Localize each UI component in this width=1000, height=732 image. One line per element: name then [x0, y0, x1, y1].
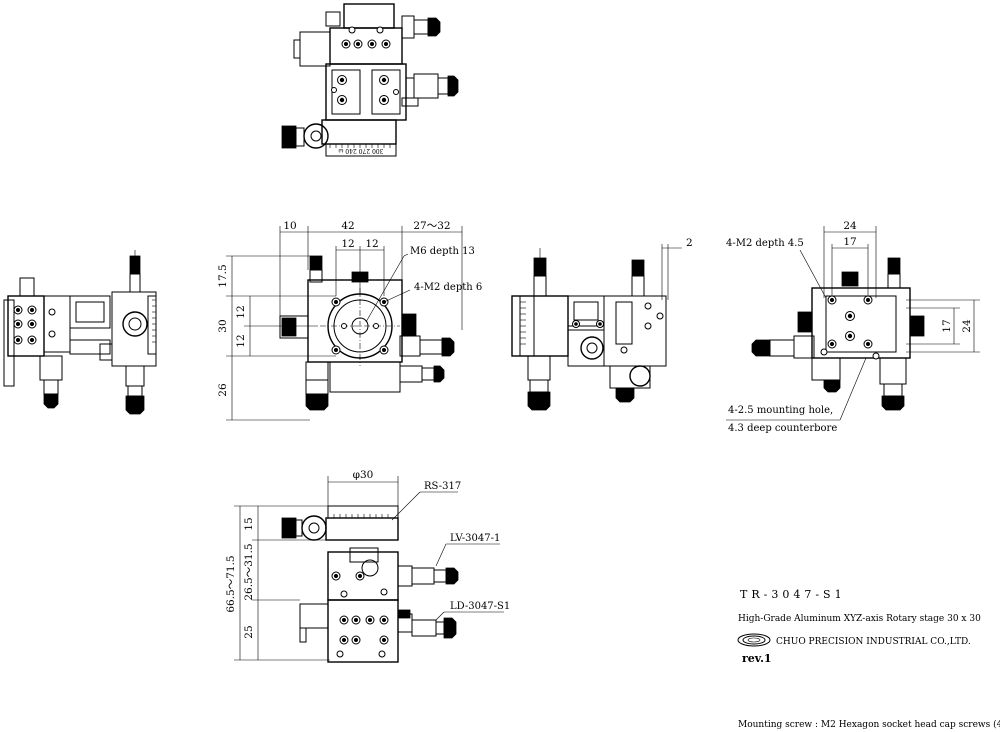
label-rs317: RS-317 — [424, 481, 461, 492]
company-name: CHUO PRECISION INDUSTRIAL CO.,LTD. — [776, 637, 971, 647]
dim-2: 2 — [686, 237, 693, 249]
left-side-view — [3, 250, 157, 415]
revision: rev.1 — [742, 652, 772, 665]
bottom-view: φ30 15 66.5～71.5 26.5～31.5 25 — [225, 469, 510, 663]
dim-66-71: 66.5～71.5 — [225, 555, 237, 612]
bottom-view-base-holes — [336, 615, 389, 658]
dim-26: 26 — [217, 383, 229, 397]
dim-12-left: 12 — [341, 238, 354, 250]
dim-10: 10 — [283, 220, 296, 232]
front-view-corner-holes — [331, 297, 389, 355]
title-block: TR-3047-S1 High-Grade Aluminum XYZ-axis … — [737, 588, 981, 665]
dim-30: 30 — [217, 319, 229, 332]
label-m2-depth-6: 4-M2 depth 6 — [414, 282, 482, 293]
model-number: TR-3047-S1 — [740, 588, 846, 601]
label-mounting-hole: 4-2.5 mounting hole, — [728, 405, 833, 416]
far-right-holes — [820, 295, 880, 360]
top-view-scale-ticks — [329, 144, 391, 148]
top-view-bolt-row — [341, 26, 391, 49]
left-view-holes — [13, 305, 56, 345]
left-view-scale — [152, 299, 156, 343]
dim-phi30: φ30 — [353, 469, 374, 481]
scale-label: 300 270 240 ω — [338, 147, 383, 154]
product-description: High-Grade Aluminum XYZ-axis Rotary stag… — [738, 614, 981, 624]
right-side-view: 2 — [511, 237, 693, 411]
dim-27-32: 27～32 — [413, 220, 450, 232]
dim-17-right: 17 — [941, 319, 953, 332]
dim-12-top: 12 — [235, 305, 247, 318]
top-view: 300 270 240 ω — [281, 3, 459, 157]
label-m6-depth: M6 depth 13 — [410, 246, 475, 257]
dim-26-31: 26.5～31.5 — [243, 543, 255, 600]
dim-12-right: 12 — [365, 238, 378, 250]
label-counterbore: 4.3 deep counterbore — [728, 423, 837, 434]
dim-24-top: 24 — [843, 220, 857, 232]
right-view-scale — [520, 301, 526, 345]
dim-12-bottom: 12 — [235, 334, 247, 347]
right-view-holes — [620, 302, 664, 354]
dim-42: 42 — [341, 220, 354, 232]
far-right-view: 24 17 17 24 — [726, 220, 980, 434]
top-view-mid-holes — [331, 75, 399, 105]
mounting-screw-note: Mounting screw : M2 Hexagon socket head … — [738, 719, 1000, 730]
label-ld3047: LD-3047-S1 — [450, 601, 510, 612]
dim-17-5: 17.5 — [217, 264, 229, 287]
label-m2-depth-4-5: 4-M2 depth 4.5 — [726, 238, 804, 249]
dim-25: 25 — [243, 625, 255, 638]
dim-24-right: 24 — [961, 319, 973, 333]
dim-15: 15 — [243, 517, 255, 530]
label-lv3047: LV-3047-1 — [450, 533, 500, 544]
front-view: 10 42 27～32 12 12 17.5 30 12 12 26 — [217, 220, 482, 421]
company-logo — [737, 633, 771, 647]
dim-17-top: 17 — [843, 236, 856, 248]
